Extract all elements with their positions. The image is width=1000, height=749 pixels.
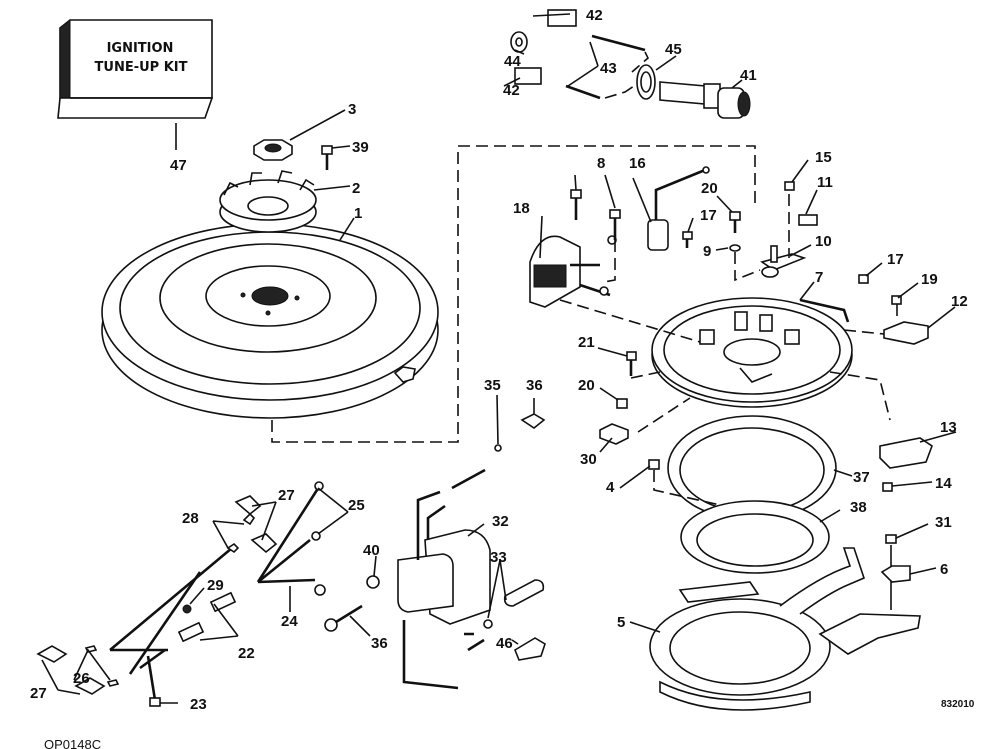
callout-21: 21 — [578, 334, 595, 351]
callout-18: 18 — [513, 200, 530, 217]
callout-15: 15 — [815, 149, 832, 166]
callout-32: 32 — [492, 513, 509, 530]
callout-37: 37 — [853, 469, 870, 486]
callout-14: 14 — [935, 475, 952, 492]
tune-up-kit-box: IGNITION TUNE-UP KIT — [57, 18, 214, 119]
screw-17a — [682, 231, 693, 240]
screw-14 — [882, 482, 893, 492]
retainer-plate — [649, 547, 921, 711]
clip-13 — [879, 437, 933, 469]
clip-46 — [514, 637, 546, 661]
connector-42-top — [547, 9, 577, 27]
callout-16: 16 — [629, 155, 646, 172]
callout-30: 30 — [580, 451, 597, 468]
callout-19: 19 — [921, 271, 938, 288]
condenser — [647, 166, 710, 251]
callout-2: 2 — [352, 180, 360, 197]
flywheel-nut — [253, 139, 293, 161]
screw-36 — [324, 604, 363, 632]
drawing-code: 832010 — [941, 699, 975, 710]
callout-40: 40 — [363, 542, 380, 559]
callout-42-top: 42 — [586, 7, 603, 24]
wire-harness — [36, 481, 326, 707]
callout-27-bottom: 27 — [30, 685, 47, 702]
cam-follower-6 — [880, 565, 911, 583]
lockwasher-40 — [366, 575, 380, 589]
flywheel-cup — [219, 170, 317, 233]
callout-46: 46 — [496, 635, 513, 652]
callout-4: 4 — [606, 479, 615, 496]
callout-17-right: 17 — [887, 251, 904, 268]
leader-lines — [41, 13, 957, 704]
washer-9 — [729, 244, 741, 252]
screw-39 — [321, 145, 333, 170]
retainer-ring-45 — [636, 64, 656, 100]
screw-21 — [626, 351, 637, 361]
ignition-switch-group — [510, 9, 751, 119]
terminal-34 — [494, 444, 502, 452]
nut-44 — [510, 31, 528, 53]
callout-23: 23 — [190, 696, 207, 713]
callout-34: 35 — [484, 377, 501, 394]
flywheel — [101, 223, 439, 419]
screw-15 — [784, 181, 795, 191]
felt-wick-11 — [798, 214, 818, 226]
breaker-point-set — [760, 245, 807, 278]
callout-20-bottom: 20 — [578, 377, 595, 394]
callout-5: 5 — [617, 614, 625, 631]
callout-47: 47 — [170, 157, 187, 174]
ignition-coil — [397, 490, 491, 690]
callout-43: 43 — [600, 60, 617, 77]
callout-22: 22 — [238, 645, 255, 662]
callout-42-bottom: 42 — [503, 82, 520, 99]
callout-6: 6 — [940, 561, 948, 578]
callout-44: 44 — [504, 53, 521, 70]
callout-8: 8 — [597, 155, 605, 172]
callout-17-left: 17 — [700, 207, 717, 224]
connector-42-bottom — [514, 67, 542, 85]
callout-31: 31 — [935, 514, 952, 531]
connector-35 — [520, 413, 546, 429]
screw-20b — [616, 398, 628, 409]
callout-28: 28 — [182, 510, 199, 527]
screw-31 — [885, 534, 897, 544]
callout-9: 9 — [703, 243, 711, 260]
retainer — [680, 500, 830, 574]
kit-label-line2: TUNE-UP KIT — [95, 60, 188, 75]
callout-20-top: 20 — [701, 180, 718, 197]
callout-24: 24 — [281, 613, 298, 630]
callout-13: 13 — [940, 419, 957, 436]
callout-12: 12 — [951, 293, 968, 310]
callout-7: 7 — [815, 269, 823, 286]
clamp-30 — [599, 423, 629, 445]
screw-4 — [648, 459, 660, 470]
boot-33 — [464, 579, 545, 652]
callout-38: 38 — [850, 499, 867, 516]
bracket-12 — [883, 321, 929, 345]
callout-29: 29 — [207, 577, 224, 594]
screw-20a — [729, 211, 741, 221]
kit-label-line1: IGNITION — [107, 41, 174, 56]
callout-36: 36 — [371, 635, 388, 652]
callout-labels: 47 3 39 2 1 42 44 43 42 45 41 8 16 18 17… — [30, 7, 968, 713]
callout-35: 36 — [526, 377, 543, 394]
callout-41: 41 — [740, 67, 757, 84]
callout-27-top: 27 — [278, 487, 295, 504]
callout-33: 33 — [490, 549, 507, 566]
callout-25: 25 — [348, 497, 365, 514]
charge-coil — [529, 235, 617, 308]
callout-45: 45 — [665, 41, 682, 58]
callout-10: 10 — [815, 233, 832, 250]
callout-1: 1 — [354, 205, 362, 222]
page-reference: OP0148C — [44, 737, 101, 749]
armature-plate — [651, 297, 853, 408]
callout-26: 26 — [73, 670, 90, 687]
callout-11: 11 — [817, 174, 833, 191]
screw-17b — [858, 274, 869, 284]
callout-39: 39 — [352, 139, 369, 156]
callout-3: 3 — [348, 101, 356, 118]
